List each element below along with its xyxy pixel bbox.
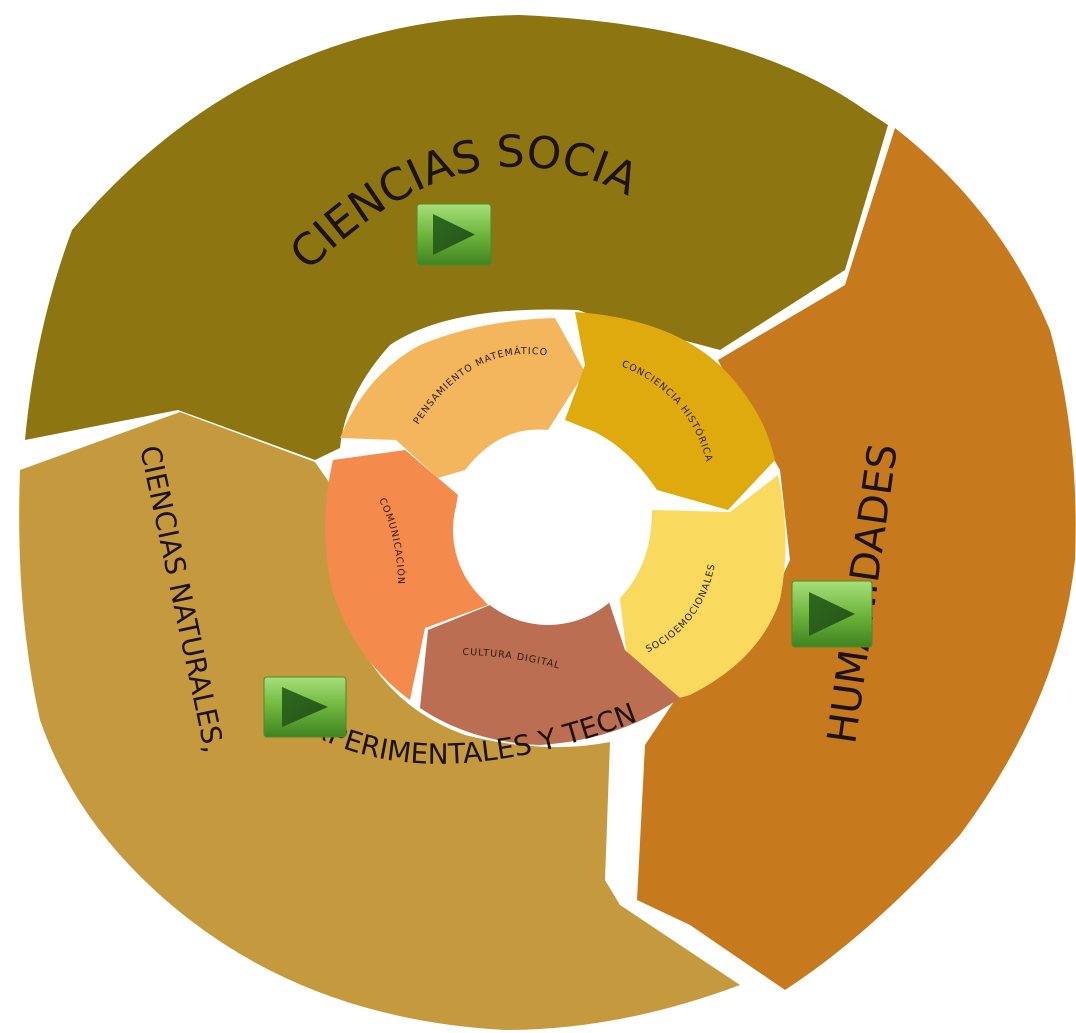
- play-icon: [433, 214, 475, 255]
- play-button-ciencias-naturales[interactable]: [263, 676, 347, 738]
- segment-ciencias-naturales: [19, 412, 740, 1030]
- center-circle: [453, 435, 643, 625]
- segment-conciencia-historica: [565, 312, 775, 510]
- play-button-ciencias-sociales[interactable]: [416, 203, 492, 266]
- segment-comunicacion: [325, 450, 488, 700]
- play-button-humanidades[interactable]: [791, 580, 873, 648]
- play-icon: [282, 687, 328, 727]
- play-icon: [809, 592, 855, 636]
- segment-pensamiento-matematico: [340, 318, 585, 478]
- segment-socioemocionales: [620, 475, 786, 700]
- segment-cultura-digital: [420, 590, 680, 745]
- segment-humanidades: [637, 128, 1076, 990]
